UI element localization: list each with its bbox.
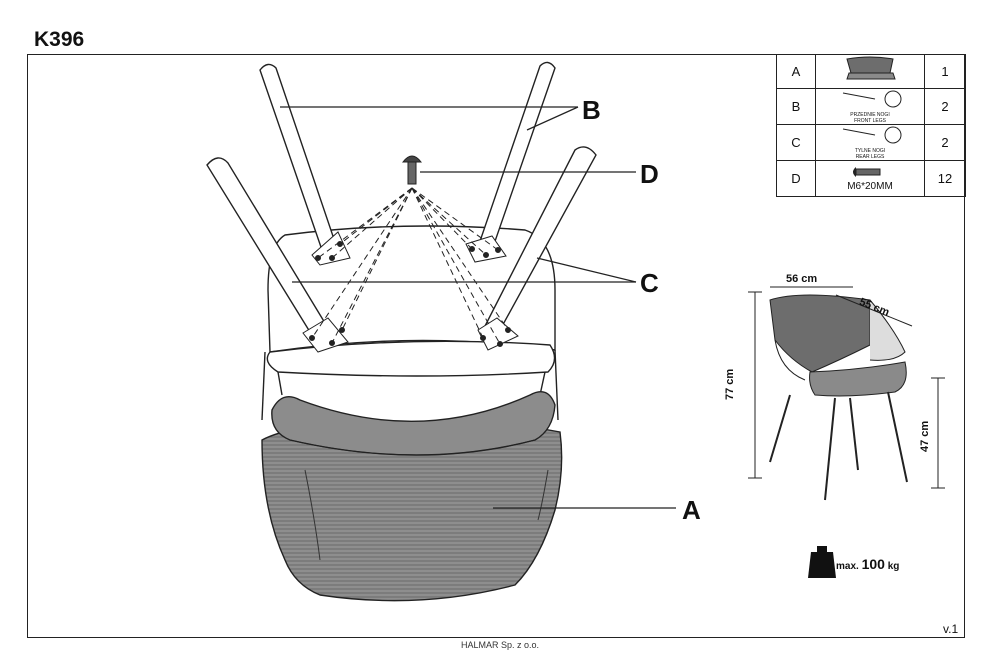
max-load-value: 100 xyxy=(861,556,885,572)
dim-seat-height: 47 cm xyxy=(919,420,931,452)
bolt-d xyxy=(401,155,423,185)
bolt-icon: M6*20MM xyxy=(815,160,925,197)
rear-leg-icon: TYLNE NOGI REAR LEGS xyxy=(815,124,925,161)
dim-height: 77 cm xyxy=(724,368,736,400)
callout-c: C xyxy=(640,268,659,298)
part-label: M6*20MM xyxy=(847,180,893,192)
callout-a: A xyxy=(682,495,701,525)
part-letter: C xyxy=(776,124,816,161)
part-letter: B xyxy=(776,88,816,125)
model-title: K396 xyxy=(34,28,85,51)
max-load-unit: kg xyxy=(887,561,900,572)
part-qty: 2 xyxy=(924,124,966,161)
max-load: max. 100 kg xyxy=(836,556,899,572)
version-label: v.1 xyxy=(943,622,959,636)
parts-row: D M6*20MM 12 xyxy=(776,160,966,197)
parts-row: C TYLNE NOGI REAR LEGS 2 xyxy=(776,124,966,161)
bolt-guide-lines xyxy=(311,187,509,345)
part-label: PRZEDNIE NOGI FRONT LEGS xyxy=(850,112,890,124)
part-letter: A xyxy=(776,54,816,89)
callout-d: D xyxy=(640,159,659,189)
part-qty: 1 xyxy=(924,54,966,89)
part-qty: 2 xyxy=(924,88,966,125)
seat-icon xyxy=(815,54,925,89)
part-label: TYLNE NOGI REAR LEGS xyxy=(854,148,886,160)
part-qty: 12 xyxy=(924,160,966,197)
parts-row: A 1 xyxy=(776,54,966,89)
weight-icon xyxy=(808,546,836,578)
callout-b: B xyxy=(582,95,601,125)
footer-company: HALMAR Sp. z o.o. xyxy=(460,640,540,650)
dimension-chair-drawing xyxy=(748,286,945,501)
leader-lines xyxy=(280,106,676,509)
dim-width: 56 cm xyxy=(786,273,818,285)
drawing-frame xyxy=(27,54,965,638)
part-letter: D xyxy=(776,160,816,197)
max-load-prefix: max. xyxy=(836,561,859,572)
front-leg-icon: PRZEDNIE NOGI FRONT LEGS xyxy=(815,88,925,125)
seat-upholstery xyxy=(261,391,563,602)
parts-row: B PRZEDNIE NOGI FRONT LEGS 2 xyxy=(776,88,966,125)
parts-table: A 1 B PRZEDNIE NOGI FRONT LEGS 2 C TYLN xyxy=(776,54,966,197)
